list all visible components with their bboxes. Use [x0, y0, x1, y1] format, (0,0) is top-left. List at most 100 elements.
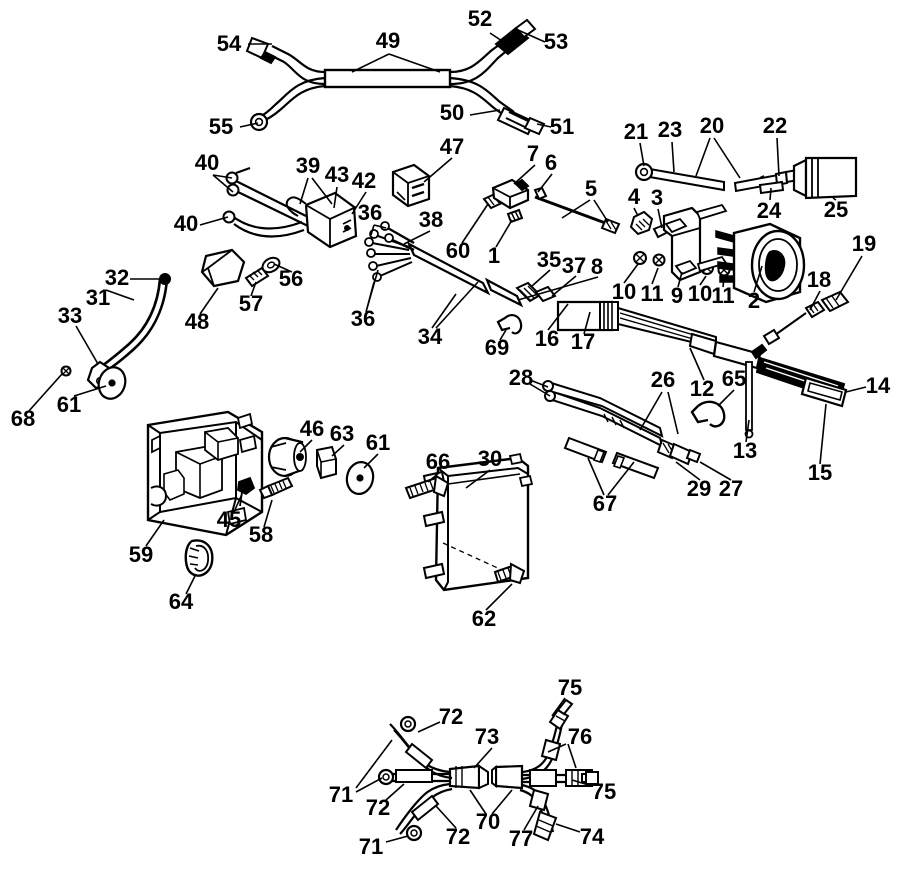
grommet-56 — [261, 256, 281, 274]
jacket-17 — [556, 300, 762, 370]
main-assembly-group — [200, 156, 858, 480]
nut-4 — [629, 210, 654, 236]
nut-68 — [60, 365, 72, 377]
pin-24 — [758, 180, 785, 195]
callout-number-6: 6 — [545, 150, 557, 175]
callout-number-46: 46 — [300, 416, 324, 441]
harness-branch-52b — [449, 47, 511, 86]
rod-5 — [533, 186, 621, 235]
callout-number-4: 4 — [628, 184, 641, 209]
callout-number-64: 64 — [169, 589, 194, 614]
harness-branch-55 — [259, 84, 326, 124]
callout-number-17: 17 — [571, 329, 595, 354]
cap-48 — [200, 248, 246, 288]
harness-branch-52 — [449, 39, 507, 74]
callout-number-25: 25 — [824, 197, 848, 222]
callout-number-39: 39 — [296, 153, 320, 178]
relay-47 — [391, 163, 431, 208]
callout-number-71: 71 — [329, 782, 353, 807]
callout-number-61: 61 — [57, 392, 81, 417]
callout-number-48: 48 — [185, 309, 209, 334]
callout-number-33: 33 — [58, 303, 82, 328]
callout-number-49: 49 — [376, 28, 400, 53]
callout-number-63: 63 — [330, 421, 354, 446]
callout-number-72: 72 — [439, 704, 463, 729]
callout-number-14: 14 — [866, 373, 891, 398]
switch-assembly-43 — [285, 191, 358, 249]
callout-number-76: 76 — [568, 724, 592, 749]
eyelet-71-mid — [377, 768, 395, 786]
retainer-64 — [184, 539, 214, 577]
callout-number-38: 38 — [419, 207, 443, 232]
callout-number-40: 40 — [174, 211, 198, 236]
linkage-7 — [491, 178, 530, 210]
callout-number-68: 68 — [11, 406, 35, 431]
callout-number-26: 26 — [651, 367, 675, 392]
sleeve-72 — [395, 742, 440, 822]
callout-number-10: 10 — [612, 279, 636, 304]
callout-number-61: 61 — [366, 430, 390, 455]
eyelet-71-upper — [399, 715, 417, 733]
callout-number-34: 34 — [418, 324, 443, 349]
harness-branch-54b — [269, 54, 326, 86]
screw-1 — [506, 208, 524, 224]
ignition-switch-2 — [715, 222, 806, 304]
terminal-53-bullet — [494, 18, 537, 56]
leads-40 — [222, 167, 309, 238]
callout-number-22: 22 — [763, 113, 787, 138]
callout-number-12: 12 — [690, 376, 714, 401]
callout-number-40: 40 — [195, 150, 219, 175]
housing-59 — [146, 410, 264, 537]
connector-14 — [750, 343, 848, 408]
callout-number-1: 1 — [488, 243, 500, 268]
callout-number-52: 52 — [468, 6, 492, 31]
harness-left-down — [395, 782, 451, 831]
callout-number-73: 73 — [475, 724, 499, 749]
screw-58 — [258, 476, 294, 500]
cable-31 — [86, 273, 171, 390]
callout-number-50: 50 — [440, 100, 464, 125]
callout-number-7: 7 — [527, 141, 539, 166]
callout-number-5: 5 — [585, 176, 597, 201]
callout-number-2: 2 — [748, 288, 760, 313]
callout-number-75: 75 — [592, 779, 616, 804]
housing-assembly-group — [60, 273, 534, 592]
clip-69 — [496, 314, 523, 335]
harness-branch-54 — [271, 45, 326, 74]
screw-66 — [404, 474, 450, 500]
callout-number-16: 16 — [535, 326, 559, 351]
callout-number-18: 18 — [807, 267, 831, 292]
tubes-67 — [563, 436, 660, 480]
sleeve-76 — [529, 738, 562, 787]
callout-number-13: 13 — [733, 438, 757, 463]
rod-26 — [542, 380, 664, 448]
callout-number-19: 19 — [852, 231, 876, 256]
callout-number-55: 55 — [209, 114, 233, 139]
terminal-19 — [820, 290, 850, 313]
clip-65 — [690, 400, 726, 428]
callout-number-57: 57 — [239, 291, 263, 316]
washer-61-right — [345, 461, 375, 495]
leader-lines — [27, 29, 867, 843]
pin-57 — [244, 266, 270, 288]
harness-branch-50 — [449, 84, 509, 119]
harness-bottom-group — [377, 698, 599, 842]
eyelet-71-lower — [405, 824, 423, 842]
callout-number-67: 67 — [593, 491, 617, 516]
washer-61-left — [97, 366, 127, 400]
terminal-55-ring — [249, 112, 269, 132]
callout-number-32: 32 — [105, 265, 129, 290]
callout-number-58: 58 — [249, 522, 273, 547]
bullet-75-upper — [548, 698, 574, 731]
connector-73 — [448, 764, 489, 790]
callout-number-47: 47 — [440, 134, 464, 159]
sleeve-77 — [528, 788, 550, 812]
rod-21-23 — [634, 162, 725, 192]
callout-number-36: 36 — [358, 200, 382, 225]
callout-number-35: 35 — [537, 247, 561, 272]
callout-number-56: 56 — [279, 266, 303, 291]
terminal-18 — [762, 300, 826, 346]
